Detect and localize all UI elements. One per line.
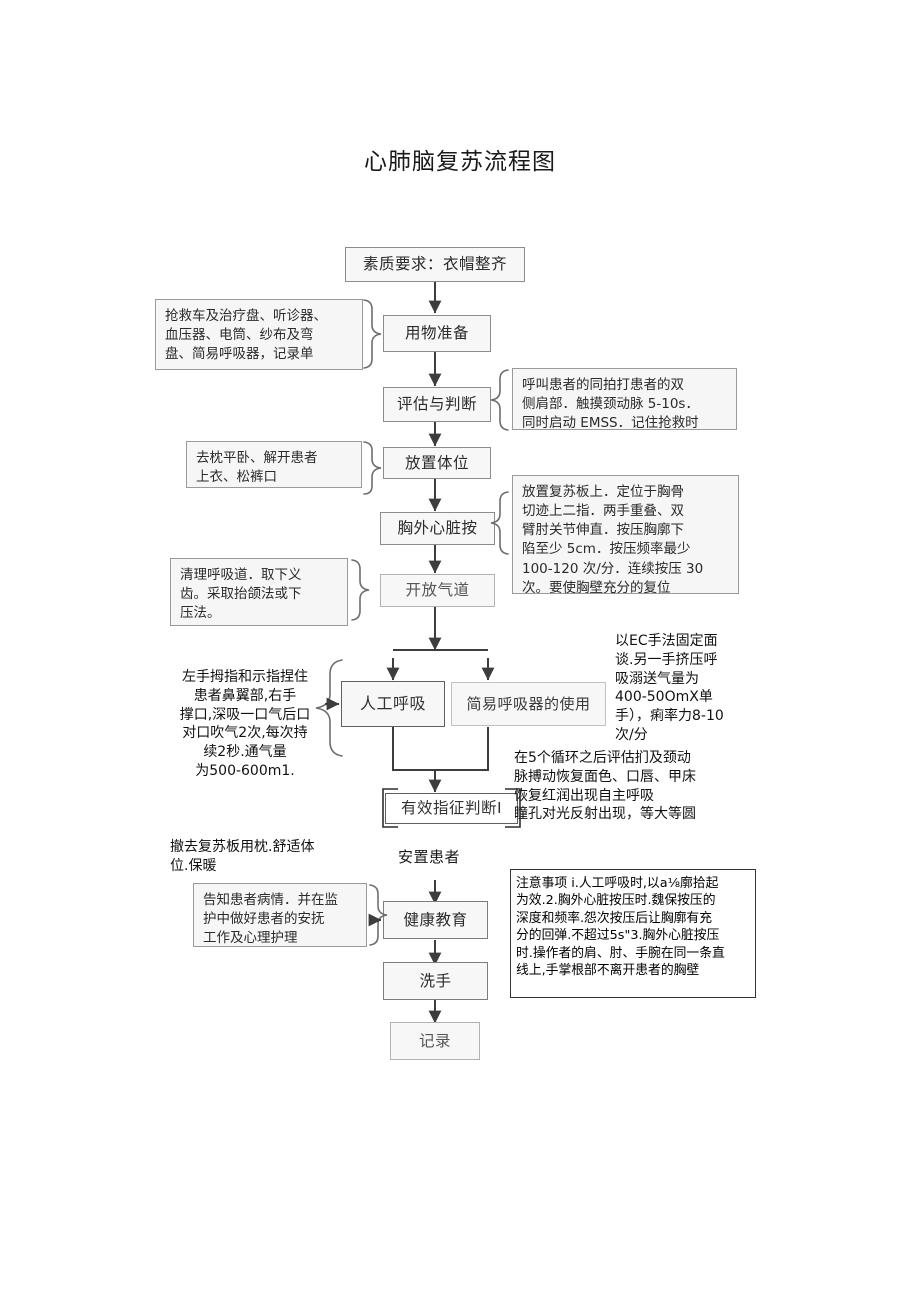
label-settle-patient: 安置患者 (398, 848, 461, 866)
brace-compression (490, 491, 509, 555)
brace-equipment (363, 299, 382, 369)
brace-assess (490, 369, 509, 431)
flow-step-quality[interactable]: 素质要求：衣帽整齐 (345, 247, 525, 282)
note-airway-detail: 清理呼吸道．取下义 齿。采取抬颌法或下 压法。 (170, 558, 348, 626)
flow-step-assess[interactable]: 评估与判断 (383, 387, 491, 422)
flow-step-wash-hands[interactable]: 洗手 (383, 962, 488, 1000)
flow-step-position[interactable]: 放置体位 (383, 447, 491, 479)
note-equipment: 抢救车及治疗盘、听诊器、 血压器、电筒、纱布及弯 盘、简易呼吸器，记录单 (155, 299, 363, 370)
flow-step-rescue-breath[interactable]: 人工呼吸 (341, 681, 445, 727)
flow-step-compression[interactable]: 胸外心脏按 (380, 512, 495, 545)
flow-step-record[interactable]: 记录 (390, 1022, 480, 1060)
brace-rescue-breath (315, 659, 343, 757)
bracket-right (505, 788, 521, 828)
brace-airway (351, 559, 370, 621)
note-effect-detail: 在5个循环之后评估扪及颈动 脉搏动恢复面色、口唇、甲床 恢复红润出现自主呼吸 瞳… (514, 750, 696, 823)
flow-step-bvm[interactable]: 简易呼吸器的使用 (451, 682, 606, 726)
note-health-edu-detail: 告知患者病情．并在监 护中做好患者的安抚 工作及心理护理 (193, 883, 367, 947)
note-compression-detail: 放置复苏板上．定位于胸骨 切迹上二指．两手重叠、双 臂肘关节伸直．按压胸廓下 陷… (512, 475, 739, 596)
brace-health-edu (369, 884, 388, 946)
page-title: 心肺脑复苏流程图 (364, 149, 556, 175)
flow-step-airway[interactable]: 开放气道 (380, 574, 495, 607)
note-position-detail: 去枕平卧、解开患者 上衣、松裤口 (186, 441, 362, 488)
flow-step-prepare[interactable]: 用物准备 (383, 315, 491, 352)
brace-position (363, 441, 382, 495)
flow-step-health-edu[interactable]: 健康教育 (383, 901, 488, 939)
note-bvm-detail: 以EC手法固定面 谈.另一手挤压呼 吸溺送气量为 400-50OmX单 手），痢… (615, 633, 724, 743)
note-assess-detail: 呼叫患者的同拍打患者的双 侧肩部．触摸颈动脉 5-10s． 同时启动 EMSS．… (512, 368, 737, 431)
note-settle-detail: 撤去复苏板用枕.舒适体 位.保暖 (170, 839, 315, 874)
flow-step-effect-check[interactable]: 有效指征判断I (385, 793, 518, 824)
note-rescue-breath-detail: 左手拇指和示指捏住 患者鼻翼部,右手 撑口,深吸一口气后口 对口吹气2次,每次持… (179, 669, 311, 779)
note-cautions: 注意事项 i.人工呼吸时,以a⅛廓拾起 为效.2.胸外心脏按压时.魏保按压的 深… (510, 869, 756, 998)
bracket-left (382, 788, 398, 828)
